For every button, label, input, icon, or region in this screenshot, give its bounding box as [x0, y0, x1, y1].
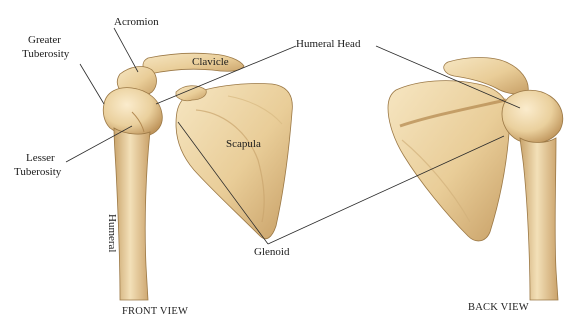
label-humerus: Humeral [105, 214, 118, 252]
label-glenoid: Glenoid [254, 246, 289, 259]
label-humeral-head: Humeral Head [296, 38, 360, 51]
label-greater-tuberosity-line2: Tuberosity [22, 48, 69, 61]
label-clavicle: Clavicle [192, 56, 229, 69]
label-lesser-tuberosity-line2: Tuberosity [14, 166, 61, 179]
front-scapula [176, 84, 292, 239]
caption-front-view: FRONT VIEW [122, 306, 188, 317]
caption-back-view: BACK VIEW [468, 302, 529, 313]
front-humerus-shaft [114, 128, 150, 300]
back-humerus-shaft [520, 138, 558, 300]
label-acromion: Acromion [114, 16, 159, 29]
label-greater-tuberosity-line1: Greater [28, 34, 61, 47]
back-humeral-head [502, 90, 563, 143]
label-lesser-tuberosity-line1: Lesser [26, 152, 55, 165]
label-scapula: Scapula [226, 138, 261, 151]
